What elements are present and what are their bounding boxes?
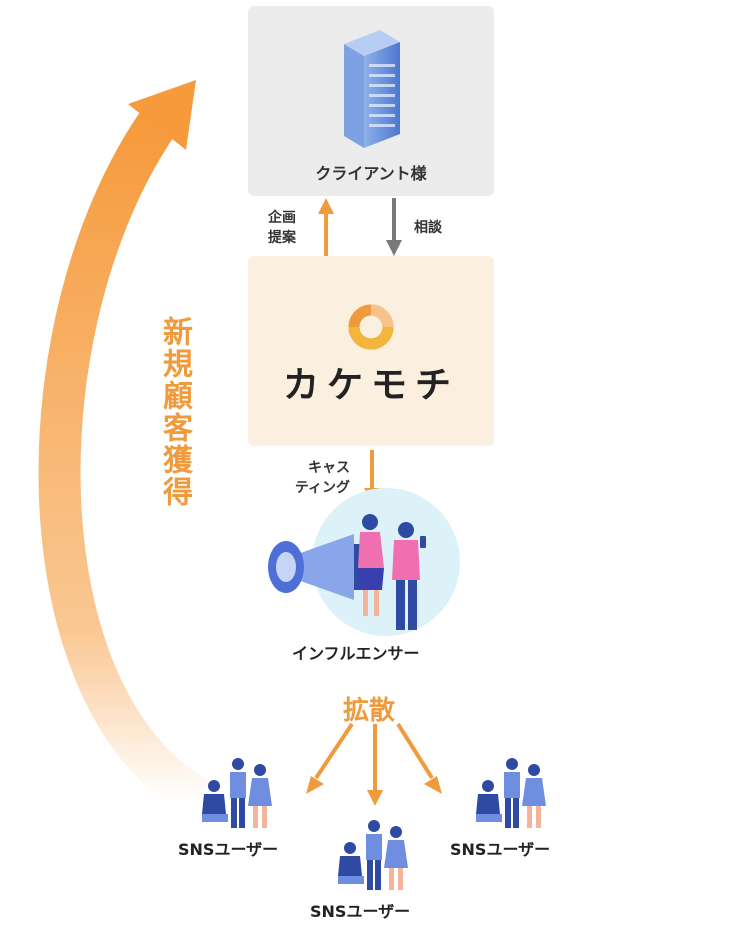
- sns-user-group-label: SNSユーザー: [178, 840, 279, 859]
- sns-users-icon: [476, 758, 546, 828]
- sns-user-group-label: SNSユーザー: [310, 902, 411, 921]
- proposal-label: 企画 提案: [268, 208, 296, 248]
- casting-label: キャス ティング: [270, 458, 350, 498]
- acquisition-label: 新規顧客獲得: [157, 316, 192, 508]
- casting-label-line2: ティング: [294, 480, 350, 496]
- office-building-icon: [344, 30, 400, 148]
- consult-label: 相談: [414, 220, 442, 236]
- brand-box: カケモチ: [248, 256, 494, 446]
- proposal-arrow: [318, 198, 334, 256]
- consult-arrow: [386, 198, 402, 256]
- spread-arrows: [306, 722, 442, 806]
- megaphone-people-icon: [268, 514, 426, 630]
- acquisition-arrow: [38, 80, 211, 819]
- sns-users-icon: [202, 758, 272, 828]
- client-box: クライアント様: [248, 6, 494, 196]
- proposal-label-line2: 提案: [268, 230, 296, 246]
- donut-logo-icon: [348, 304, 394, 350]
- casting-label-line1: キャス: [308, 460, 350, 476]
- client-label: クライアント様: [315, 164, 427, 183]
- brand-name: カケモチ: [282, 365, 459, 406]
- influencer-label: インフルエンサー: [292, 644, 420, 663]
- sns-user-group-label: SNSユーザー: [450, 840, 551, 859]
- sns-users-icon: [338, 820, 408, 890]
- spread-label: 拡散: [343, 696, 396, 726]
- proposal-label-line1: 企画: [268, 210, 296, 226]
